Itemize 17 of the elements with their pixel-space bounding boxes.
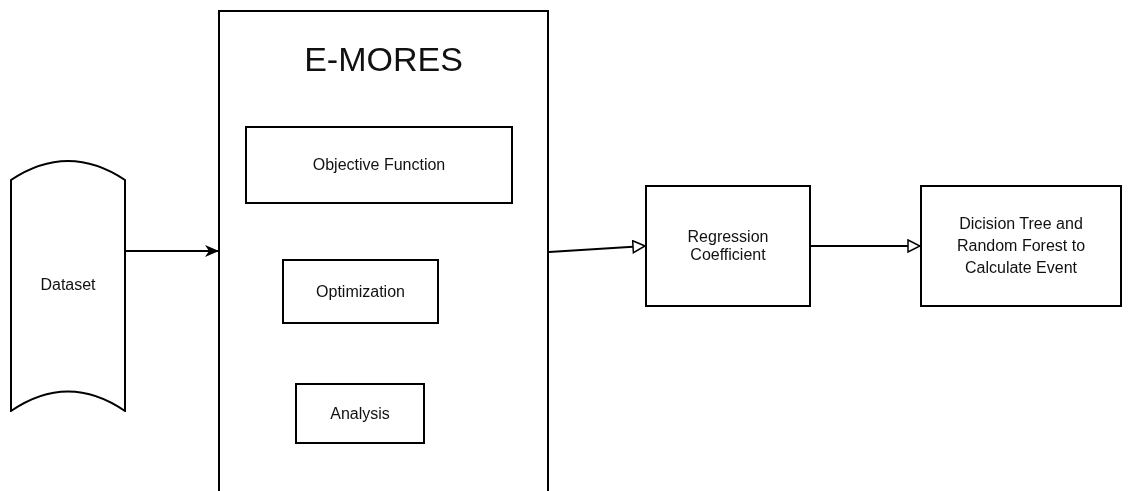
database-cylinder: [10, 158, 126, 412]
group-box: [218, 10, 549, 491]
process-box: [295, 383, 425, 444]
process-box: [645, 185, 811, 307]
process-box: [245, 126, 513, 204]
arrow: [810, 239, 921, 253]
arrow: [125, 245, 219, 257]
box-label: Objective Function: [311, 156, 447, 174]
box-label: Regression Coefficient: [686, 228, 770, 264]
box-label: Analysis: [329, 404, 391, 423]
box-label: Dataset: [39, 276, 97, 294]
process-box: [920, 185, 1122, 307]
process-box: [282, 259, 439, 324]
box-label: Optimization: [315, 282, 406, 301]
group-title: E-MORES: [303, 40, 464, 79]
arrow: [548, 240, 646, 254]
box-label: Dicision Tree and Random Forest to Calculate Event: [955, 214, 1087, 278]
